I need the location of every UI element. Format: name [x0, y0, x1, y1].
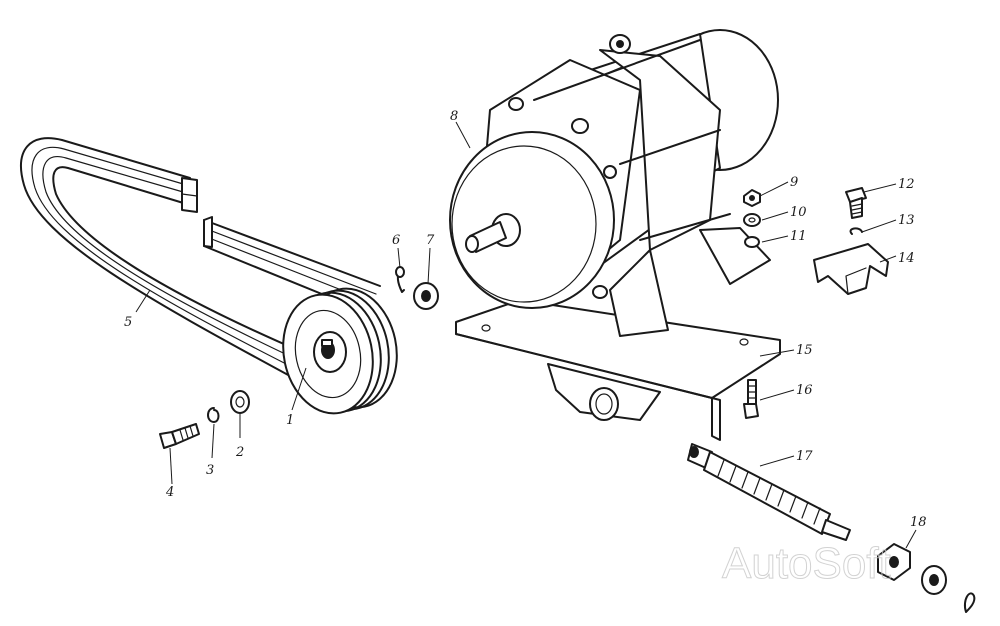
label-part-3: 3: [206, 463, 214, 478]
label-part-11: 11: [790, 229, 807, 244]
mounting-bracket-part-15: [455, 299, 781, 441]
adjusting-screw-part-17: [687, 443, 851, 541]
cotter-pin-part-6: [395, 266, 405, 293]
watermark-text: AutoSoft: [722, 539, 891, 588]
v-belt-part-5: [20, 137, 381, 377]
label-part-18: 18: [910, 515, 927, 530]
label-part-5: 5: [124, 315, 132, 330]
leader-lines: [135, 121, 917, 549]
part-labels: 1 2 3 4 5 6 7 8 9 10 11 12 13 14 15 16 1…: [124, 109, 927, 530]
label-part-13: 13: [898, 213, 915, 228]
label-part-6: 6: [392, 233, 400, 248]
label-part-17: 17: [796, 449, 813, 464]
nut-part-9: [743, 189, 761, 207]
electric-motor-part-8: [449, 29, 779, 337]
clamp-part-14: [813, 243, 889, 295]
label-part-2: 2: [235, 445, 244, 460]
bolt-part-16: [743, 379, 759, 419]
lock-washer-part-13: [849, 227, 863, 235]
bolt-part-12: [845, 187, 867, 219]
label-part-8: 8: [450, 109, 458, 124]
washer-part-10: [743, 213, 761, 227]
spring-washer-part-11: [744, 236, 760, 248]
label-part-7: 7: [426, 233, 435, 248]
washer-part-2: [230, 390, 250, 414]
label-part-9: 9: [790, 175, 798, 190]
label-part-10: 10: [790, 205, 807, 220]
bolt-part-4: [159, 423, 200, 449]
label-part-12: 12: [898, 177, 915, 192]
label-part-15: 15: [796, 343, 813, 358]
label-part-14: 14: [898, 251, 915, 266]
nut-part-7: [413, 282, 439, 310]
pulley-part-1: [282, 287, 398, 415]
washer-18b: [921, 565, 947, 595]
nut-part-18: [877, 543, 911, 581]
lock-washer-part-3: [207, 407, 220, 423]
label-part-1: 1: [286, 413, 294, 428]
label-part-16: 16: [796, 383, 813, 398]
label-part-4: 4: [165, 485, 174, 500]
cotter-pin-18c: [964, 592, 976, 613]
